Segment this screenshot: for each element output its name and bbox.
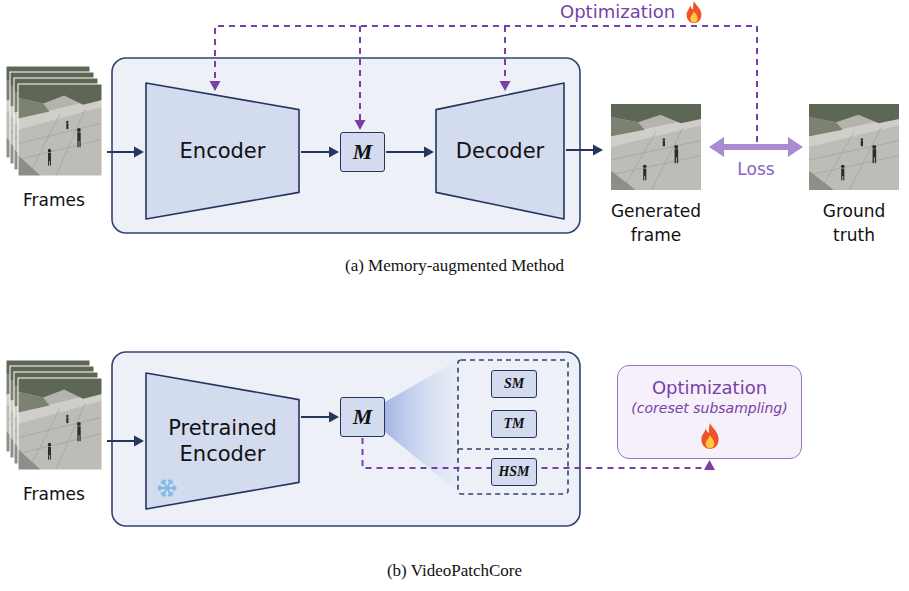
memory-module-box: SM: [491, 370, 537, 398]
panel: [112, 352, 580, 526]
module-symbol: HSM: [498, 464, 529, 480]
image-caption: Ground truth: [804, 200, 904, 248]
memory-box: M: [340, 397, 385, 437]
flow-arrow: [386, 147, 434, 158]
flow-arrow: [301, 147, 339, 158]
frame-image: Ground truth: [804, 104, 904, 248]
frame-picture: [809, 104, 899, 190]
fire-icon: [699, 422, 721, 450]
box-subtitle: (coreset subsampling): [631, 400, 787, 416]
image-caption: Frames: [6, 190, 102, 210]
frame-images: [6, 66, 102, 178]
box-title: Optimization: [652, 377, 767, 398]
optimization-box: Optimization (coreset subsampling): [617, 365, 802, 459]
decoder-block: Decoder: [435, 82, 565, 220]
module-symbol: M: [353, 139, 373, 165]
group-divider: [458, 448, 568, 450]
image-caption: Generated frame: [604, 200, 708, 248]
flow-arrow: [107, 147, 144, 158]
module-symbol: M: [353, 404, 373, 430]
memory-group-box: [458, 360, 568, 494]
edge-label: Loss: [735, 159, 776, 179]
flow-arrow: [566, 145, 603, 156]
memory-box: M: [340, 132, 385, 172]
trapezoid-shape: [145, 372, 300, 510]
module-symbol: TM: [504, 416, 525, 432]
optimization-label: Optimization: [560, 1, 675, 22]
block-label: Decoder: [456, 138, 544, 164]
frame-picture: [611, 104, 701, 190]
memory-module-box: TM: [491, 410, 537, 438]
module-symbol: SM: [504, 376, 524, 392]
flow-arrow: [107, 436, 144, 447]
snowflake-icon: [158, 480, 176, 496]
frame-image: Generated frame: [604, 104, 708, 248]
frame-stack: Frames: [6, 360, 106, 504]
frame-images: [6, 360, 102, 472]
memory-module-box: HSM: [491, 458, 537, 486]
loss-arrow: [709, 137, 803, 157]
image-caption: Frames: [6, 484, 102, 504]
figure-caption: (a) Memory-augmented Method: [0, 256, 909, 276]
fire-icon: [687, 1, 702, 23]
figure-caption: (b) VideoPatchCore: [0, 561, 909, 581]
block-label: Pretrained Encoder: [159, 415, 287, 468]
panel: [112, 58, 580, 233]
frozen-encoder: Pretrained Encoder: [145, 372, 300, 510]
flow-arrow: [301, 412, 339, 423]
block-label: Encoder: [180, 138, 266, 164]
frame-stack: Frames: [6, 66, 106, 210]
encoder-block: Encoder: [145, 82, 300, 220]
memory-fan: [385, 360, 458, 492]
